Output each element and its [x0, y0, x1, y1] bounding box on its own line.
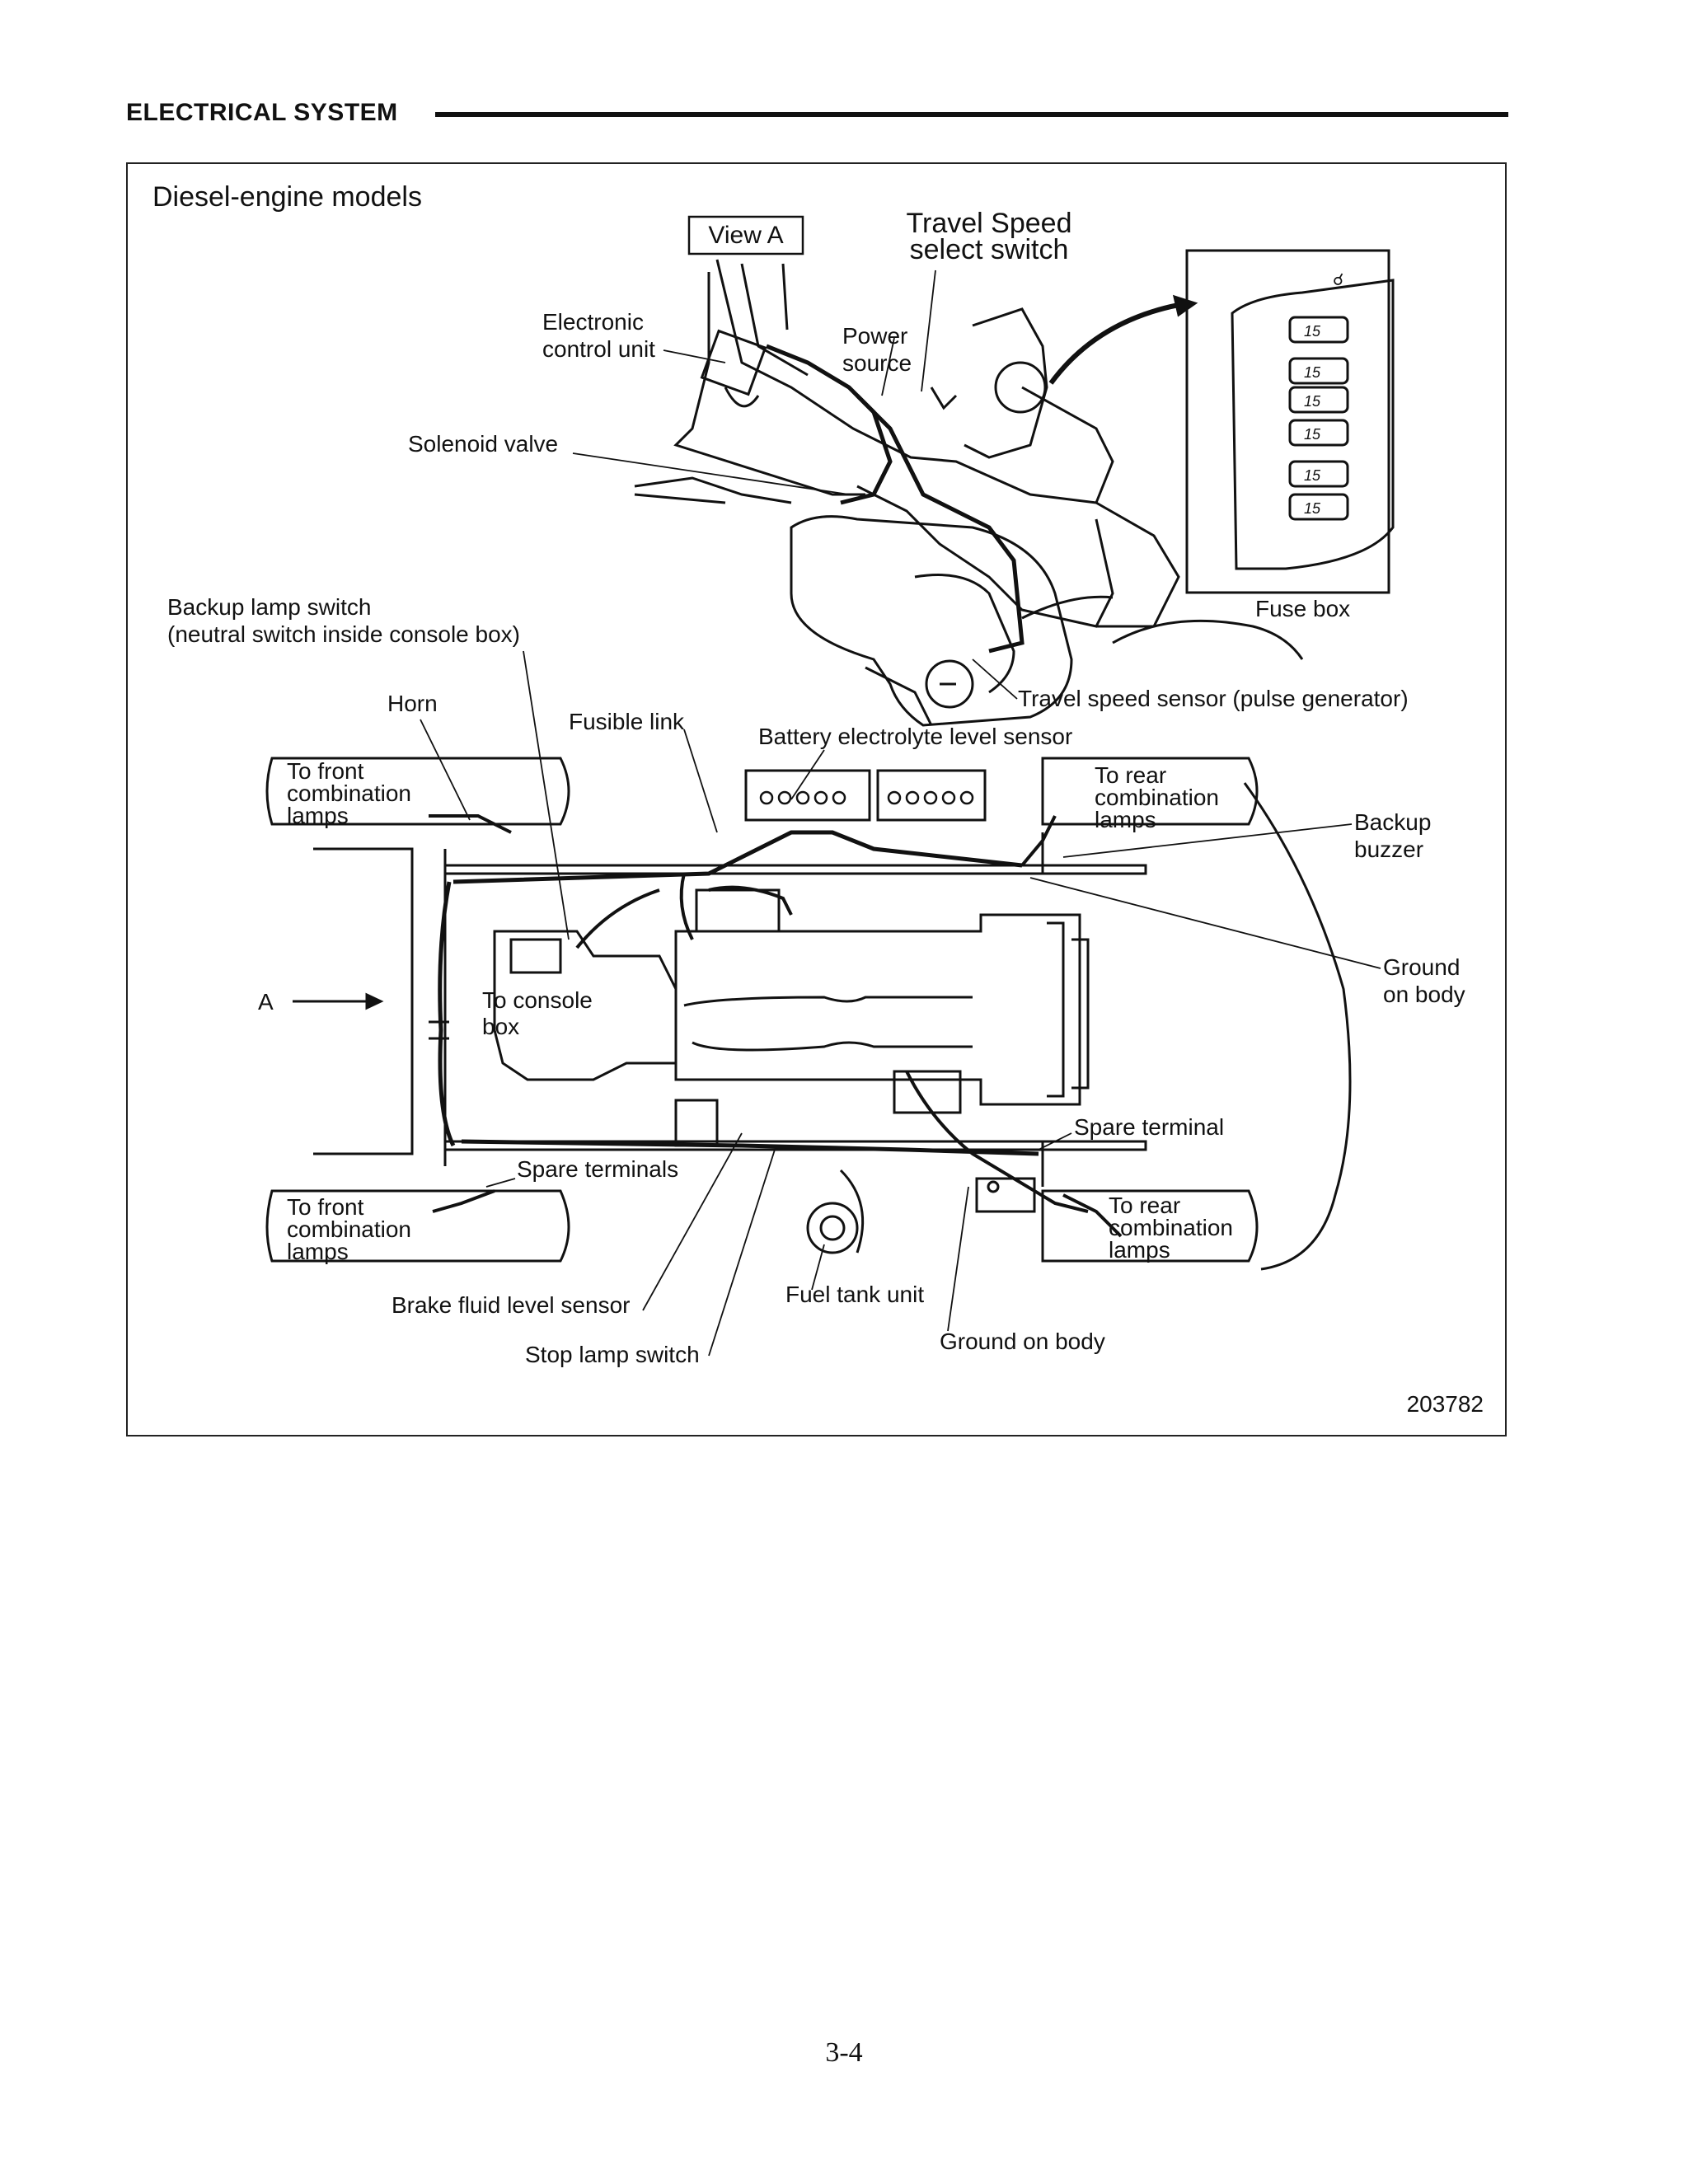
- label-battery-sensor: Battery electrolyte level sensor: [758, 724, 1072, 749]
- label-travel-speed-select-1: Travel Speed: [907, 208, 1072, 239]
- fuse-rating-3: 15: [1304, 393, 1321, 410]
- figure-number: 203782: [1407, 1391, 1484, 1417]
- label-front-lamps-bot-3: lamps: [287, 1239, 349, 1264]
- section-header: ELECTRICAL SYSTEM: [126, 99, 1508, 132]
- label-horn: Horn: [387, 691, 438, 716]
- label-rear-lamps-bot-3: lamps: [1109, 1237, 1170, 1263]
- label-rear-lamps-bot-1: To rear: [1109, 1193, 1180, 1218]
- label-ground-body-2: on body: [1383, 982, 1465, 1007]
- label-brake-fluid: Brake fluid level sensor: [392, 1292, 630, 1318]
- leader-lines: [420, 269, 1381, 1357]
- figure-frame: [126, 162, 1507, 1436]
- label-backup-buzzer-2: buzzer: [1354, 837, 1423, 862]
- label-backup-lamp-1: Backup lamp switch: [167, 594, 371, 620]
- label-backup-lamp-2: (neutral switch inside console box): [167, 621, 520, 647]
- label-ground-body-1: Ground: [1383, 954, 1460, 980]
- figure-labels: Diesel-engine models Travel Speed select…: [152, 181, 1484, 1417]
- label-fusible-link: Fusible link: [569, 709, 685, 734]
- label-spare-terminals: Spare terminals: [517, 1156, 678, 1182]
- label-power-1: Power: [842, 323, 907, 349]
- fuse-rating-5: 15: [1304, 467, 1321, 484]
- fuse-rating-1: 15: [1304, 323, 1321, 340]
- figure-subtitle: Diesel-engine models: [152, 181, 422, 213]
- view-a-box: View A: [687, 215, 804, 255]
- label-front-lamps-top-1: To front: [287, 758, 364, 784]
- label-fuel-tank: Fuel tank unit: [785, 1282, 924, 1307]
- label-fuse-box: Fuse box: [1255, 596, 1350, 621]
- label-travel-speed-select-2: select switch: [910, 234, 1069, 265]
- fuse-rating-6: 15: [1304, 500, 1321, 517]
- fuse-box-inset: ☌ 15 15 15 15 15 15: [1185, 249, 1395, 594]
- label-solenoid: Solenoid valve: [408, 431, 558, 457]
- label-backup-buzzer-1: Backup: [1354, 809, 1431, 835]
- label-rear-lamps-top-3: lamps: [1095, 807, 1156, 832]
- label-console-1: To console: [482, 987, 593, 1013]
- label-rear-lamps-top-2: combination: [1095, 785, 1219, 810]
- fuse-rating-4: 15: [1304, 426, 1321, 443]
- label-stop-lamp: Stop lamp switch: [525, 1342, 700, 1367]
- label-spare-terminal: Spare terminal: [1074, 1114, 1224, 1140]
- page-number: 3-4: [825, 2037, 863, 2068]
- fuse-rating-2: 15: [1304, 364, 1321, 381]
- label-front-lamps-bot-2: combination: [287, 1216, 411, 1242]
- label-console-2: box: [482, 1014, 519, 1039]
- chassis-plan-illustration: [265, 757, 1352, 1271]
- label-ground-on-body: Ground on body: [940, 1329, 1105, 1354]
- label-front-lamps-top-2: combination: [287, 780, 411, 806]
- label-ecu-2: control unit: [542, 336, 655, 362]
- label-arrow-a: A: [258, 989, 274, 1015]
- view-a-illustration: [634, 259, 1304, 727]
- svg-text:☌: ☌: [1333, 271, 1343, 289]
- label-rear-lamps-top-1: To rear: [1095, 762, 1166, 788]
- section-title: ELECTRICAL SYSTEM: [126, 99, 398, 126]
- header-rule: [435, 112, 1508, 117]
- label-ecu-1: Electronic: [542, 309, 644, 335]
- label-power-2: source: [842, 350, 912, 376]
- label-front-lamps-bot-1: To front: [287, 1194, 364, 1220]
- label-rear-lamps-bot-2: combination: [1109, 1215, 1233, 1240]
- view-a-label: View A: [708, 222, 783, 249]
- label-front-lamps-top-3: lamps: [287, 803, 349, 828]
- label-travel-sensor: Travel speed sensor (pulse generator): [1018, 686, 1409, 711]
